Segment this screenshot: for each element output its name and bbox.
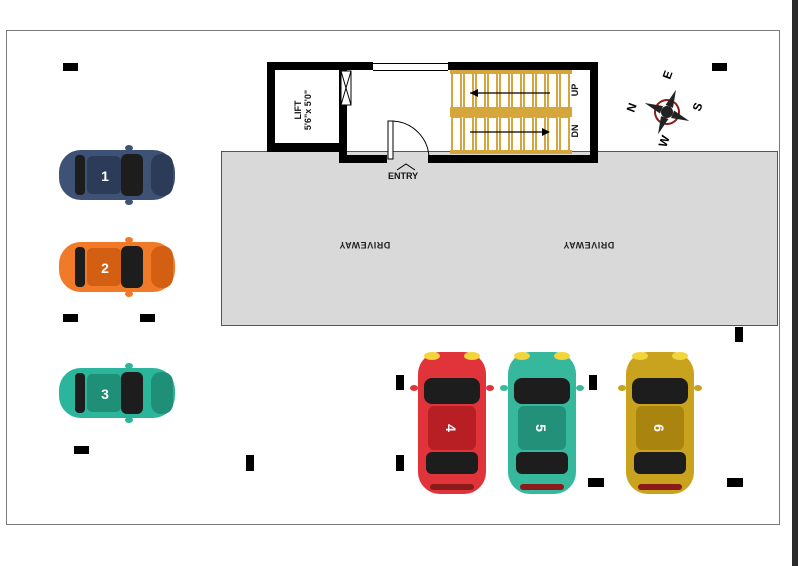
column [396,375,404,390]
car-number: 1 [101,168,109,184]
car-4: 4 [410,348,494,498]
column [63,314,78,322]
entry-arrow-icon [396,163,416,171]
column [735,327,743,342]
ventilation-icon [340,70,352,106]
car-5: 5 [500,348,584,498]
compass-s: S [690,101,706,113]
door-swing-icon [387,120,430,160]
stair-down-label: DN [570,124,580,138]
driveway-label: DRIVEWAY [563,240,615,250]
column [396,455,404,471]
car-number: 2 [101,260,109,276]
compass-w: W [656,133,673,149]
lift-label: LIFT 5'6"x 5'0" [293,89,313,131]
column [589,375,597,390]
driveway-label: DRIVEWAY [339,240,391,250]
staircase [450,70,572,154]
car-3: 3 [55,358,179,428]
compass-rose-icon: N E S W [624,69,706,149]
driveway: DRIVEWAY DRIVEWAY [221,151,778,326]
car-2: 2 [55,232,179,302]
car-number: 3 [101,386,109,402]
column [74,446,89,454]
column [63,63,78,71]
car-number: 4 [443,424,459,432]
column [588,478,604,487]
window-edge [792,0,798,566]
column [246,455,254,471]
car-1: 1 [55,140,179,210]
compass-e: E [660,69,676,81]
car-6: 6 [618,348,702,498]
stair-up-label: UP [570,83,580,97]
car-number: 5 [533,424,549,432]
column [712,63,727,71]
column [727,478,743,487]
compass-n: N [624,101,640,114]
entry-label: ENTRY [388,171,419,181]
column [140,314,155,322]
car-number: 6 [651,424,667,432]
